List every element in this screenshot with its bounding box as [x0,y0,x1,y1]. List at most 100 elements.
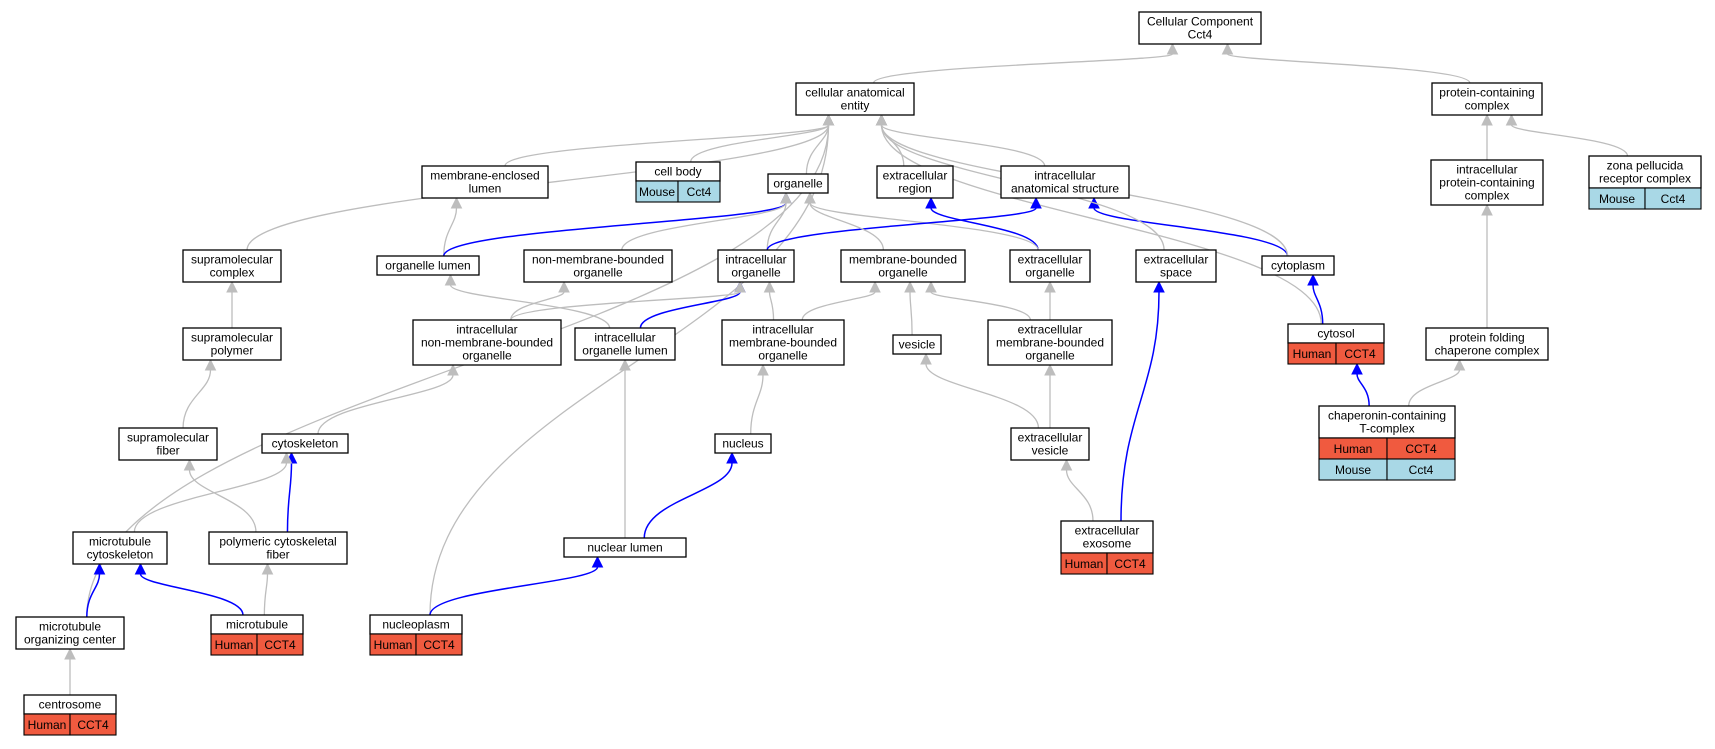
gene-symbol: CCT4 [1405,442,1437,456]
go-term-node-orglumen[interactable]: organelle lumen [376,255,480,276]
edge-vesicle-to-mbo [904,280,916,336]
edge-cytosol-to-cyto [1307,273,1324,325]
edge-iol-to-orglumen [444,273,611,329]
node-box [208,531,348,565]
node-box [1009,249,1091,283]
edge-arrowhead [1060,458,1073,471]
edge-line [429,566,599,616]
edge-line [1312,284,1324,325]
node-label-line: complex [1465,99,1510,113]
edge-line [1226,53,1471,84]
edge-zp-to-pcc [1505,113,1629,157]
node-box [376,255,480,276]
node-box [1138,11,1262,45]
edge-arrowhead [920,352,932,365]
edge-pcf-to-smf [183,458,257,533]
edge-mtcs-to-cytoskel [133,451,293,533]
edge-line [504,124,830,167]
edge-arrowhead [1221,42,1234,55]
edge-arrowhead [869,280,881,293]
edge-eo-to-organelle [804,191,1039,251]
edge-arrowhead [1481,203,1493,216]
edge-inmbo-to-nmbo [510,280,570,321]
edge-cytosol-to-cae [875,113,1322,325]
edge-arrowhead [1030,196,1042,209]
edge-line [930,207,1039,251]
go-term-node-cytoskel[interactable]: cytoskeleton [261,433,349,454]
edge-io-to-ias [766,196,1042,251]
edge-mtoc-to-mtcs [86,562,106,618]
node-box [118,427,218,461]
node-label-line: organizing center [24,633,116,647]
edge-arrowhead [1505,113,1518,126]
node-box [182,249,282,283]
edge-arrowhead [1481,113,1493,126]
edge-mbo-to-organelle [804,191,885,251]
go-term-node-inmbo[interactable]: intracellularnon-membrane-boundedorganel… [412,319,562,366]
edge-nucleoplasm-to-cae [429,113,835,616]
edge-exo-to-es [1120,280,1165,522]
node-box [563,537,687,558]
edge-arrowhead [1453,358,1466,371]
node-label-line: organelle [773,177,823,191]
edge-eo-to-extreg [925,196,1039,251]
node-label-line: centrosome [39,698,102,712]
node-box [987,319,1113,366]
edge-arrowhead [925,280,937,293]
gene-symbol: CCT4 [264,638,296,652]
go-term-node-organelle[interactable]: organelle [767,173,829,194]
go-term-node-cyto[interactable]: cytoplasm [1261,255,1335,276]
node-label-line: space [1160,266,1192,280]
edge-arrowhead [804,191,816,204]
node-label-line: chaperone complex [1435,344,1540,358]
go-term-node-vesicle[interactable]: vesicle [892,334,942,355]
go-term-node-nl[interactable]: nuclear lumen [563,537,687,558]
edge-nucleus-to-imbo [750,363,769,435]
edge-line [768,291,775,321]
edge-line [925,363,1040,429]
edge-embo-to-mbo [925,280,1032,321]
edge-arrowhead [757,363,769,376]
edge-ev-to-vesicle [920,352,1040,429]
node-label-line: organelle [878,266,928,280]
gene-cell [1106,552,1154,575]
node-label-line: nuclear lumen [587,541,662,555]
node-label-line: intracellular [594,331,655,345]
edge-pfcc-to-ipcc [1481,203,1493,328]
edge-line [443,202,787,257]
go-term-node-nucleus[interactable]: nucleus [714,433,772,454]
node-label-line: organelle [758,349,808,363]
node-label-line: extracellular [1144,253,1209,267]
